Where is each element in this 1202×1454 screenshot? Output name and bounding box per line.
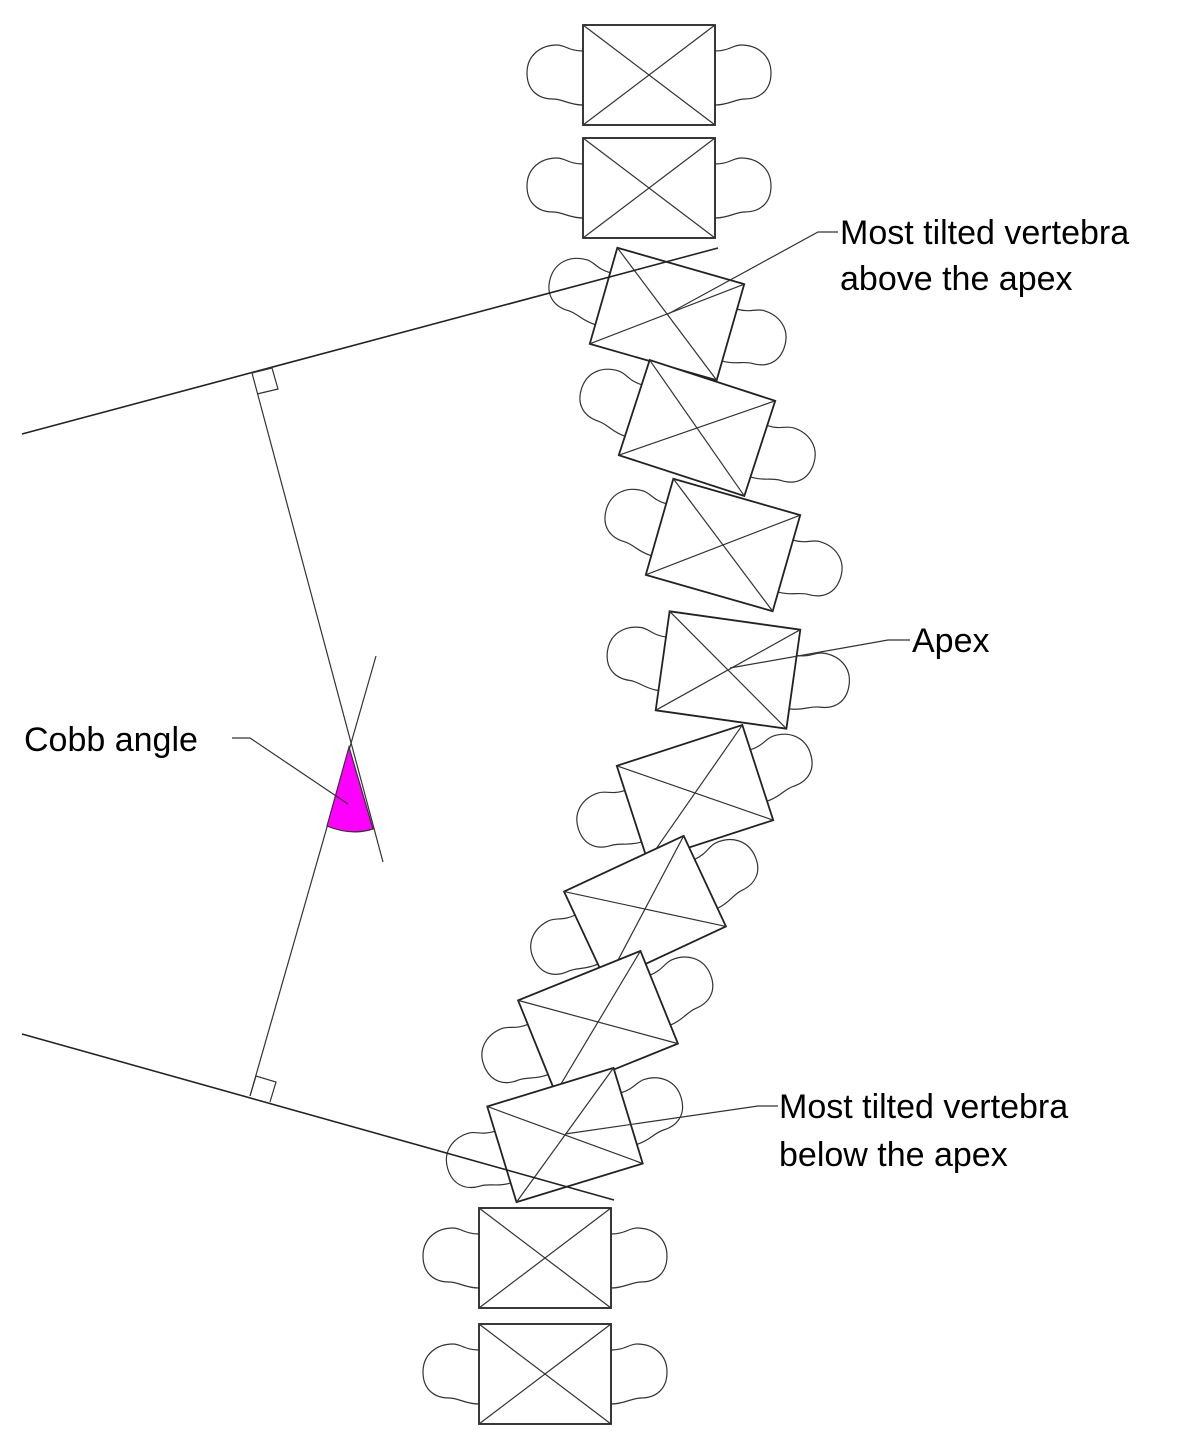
bottom-vertebra-leader (564, 1105, 778, 1135)
vertebra-diagonal (645, 514, 801, 576)
vertebra-diagonal (582, 24, 716, 126)
vertebra-diagonal (618, 400, 776, 456)
vertebra-diagonal (582, 137, 716, 239)
vertebra-process-left (606, 626, 667, 692)
vertebra-process-right (722, 308, 787, 366)
vertebra-process-left (526, 157, 584, 219)
vertebra-diagonal (589, 283, 745, 345)
vertebra-process-left (548, 257, 611, 326)
vertebra (481, 949, 714, 1095)
vertebra-process-right (714, 157, 772, 219)
upper-right-angle-mark (251, 367, 279, 395)
cobb-angle-wedge (326, 744, 374, 833)
vertebra-process-left (422, 1227, 480, 1289)
top-vertebra-leader (667, 231, 838, 315)
vertebra-process-right (750, 424, 816, 483)
vertebra-diagonal (647, 724, 743, 862)
cobb-construction (21, 247, 719, 1201)
vertebra-process-left (576, 789, 642, 848)
apex-leader (729, 639, 910, 669)
vertebra-diagonal (555, 950, 641, 1094)
vertebra (604, 477, 843, 613)
lower-right-angle-mark (249, 1075, 277, 1103)
spine (422, 24, 850, 1425)
vertebra-process-right (610, 1227, 668, 1289)
vertebra-process-left (530, 914, 599, 975)
vertebra (530, 834, 759, 984)
vertebra-diagonal (605, 835, 685, 983)
vertebra (445, 1066, 684, 1204)
vertebra-process-right (778, 539, 843, 597)
bottom-vertebra-label-line2: below the apex (779, 1136, 1008, 1174)
vertebra (422, 1323, 668, 1425)
vertebra (606, 610, 850, 730)
top-vertebra-label-line1: Most tilted vertebra (840, 214, 1129, 252)
vertebra-process-left (579, 368, 642, 437)
vertebra-diagonal (478, 1207, 612, 1309)
upper-perpendicular (251, 372, 384, 863)
vertebra-process-right (789, 652, 850, 710)
vertebra-process-right (714, 44, 772, 106)
vertebra-process-right (649, 956, 714, 1026)
bottom-vertebra-label-line1: Most tilted vertebra (779, 1088, 1068, 1126)
vertebra-process-right (750, 733, 813, 802)
vertebra-diagonal (516, 1067, 614, 1203)
vertebra-process-right (610, 1343, 668, 1405)
vertebra-diagonal (478, 1323, 612, 1425)
vertebra-process-right (694, 839, 759, 909)
vertebra (576, 723, 813, 863)
vertebra (526, 24, 772, 126)
leader-lines (232, 231, 910, 1135)
upper-endplate-line (21, 247, 719, 435)
vertebra-process-left (422, 1343, 480, 1405)
lower-endplate-line (21, 1033, 615, 1201)
vertebra-process-left (481, 1023, 549, 1084)
top-vertebra-label-line2: above the apex (840, 260, 1073, 298)
cobb-angle-label: Cobb angle (24, 721, 198, 759)
vertebra-process-right (620, 1077, 684, 1145)
vertebra-process-left (526, 44, 584, 106)
apex-label: Apex (912, 622, 990, 660)
vertebra-process-left (604, 488, 667, 557)
lower-perpendicular (249, 655, 377, 1097)
vertebra (422, 1207, 668, 1309)
vertebra (579, 358, 816, 498)
labels: Most tilted vertebra above the apex Apex… (24, 214, 1129, 1174)
vertebra-process-left (445, 1130, 511, 1189)
cobb-leader (232, 737, 349, 805)
vertebra-diagonal (655, 629, 801, 711)
vertebra (526, 137, 772, 239)
